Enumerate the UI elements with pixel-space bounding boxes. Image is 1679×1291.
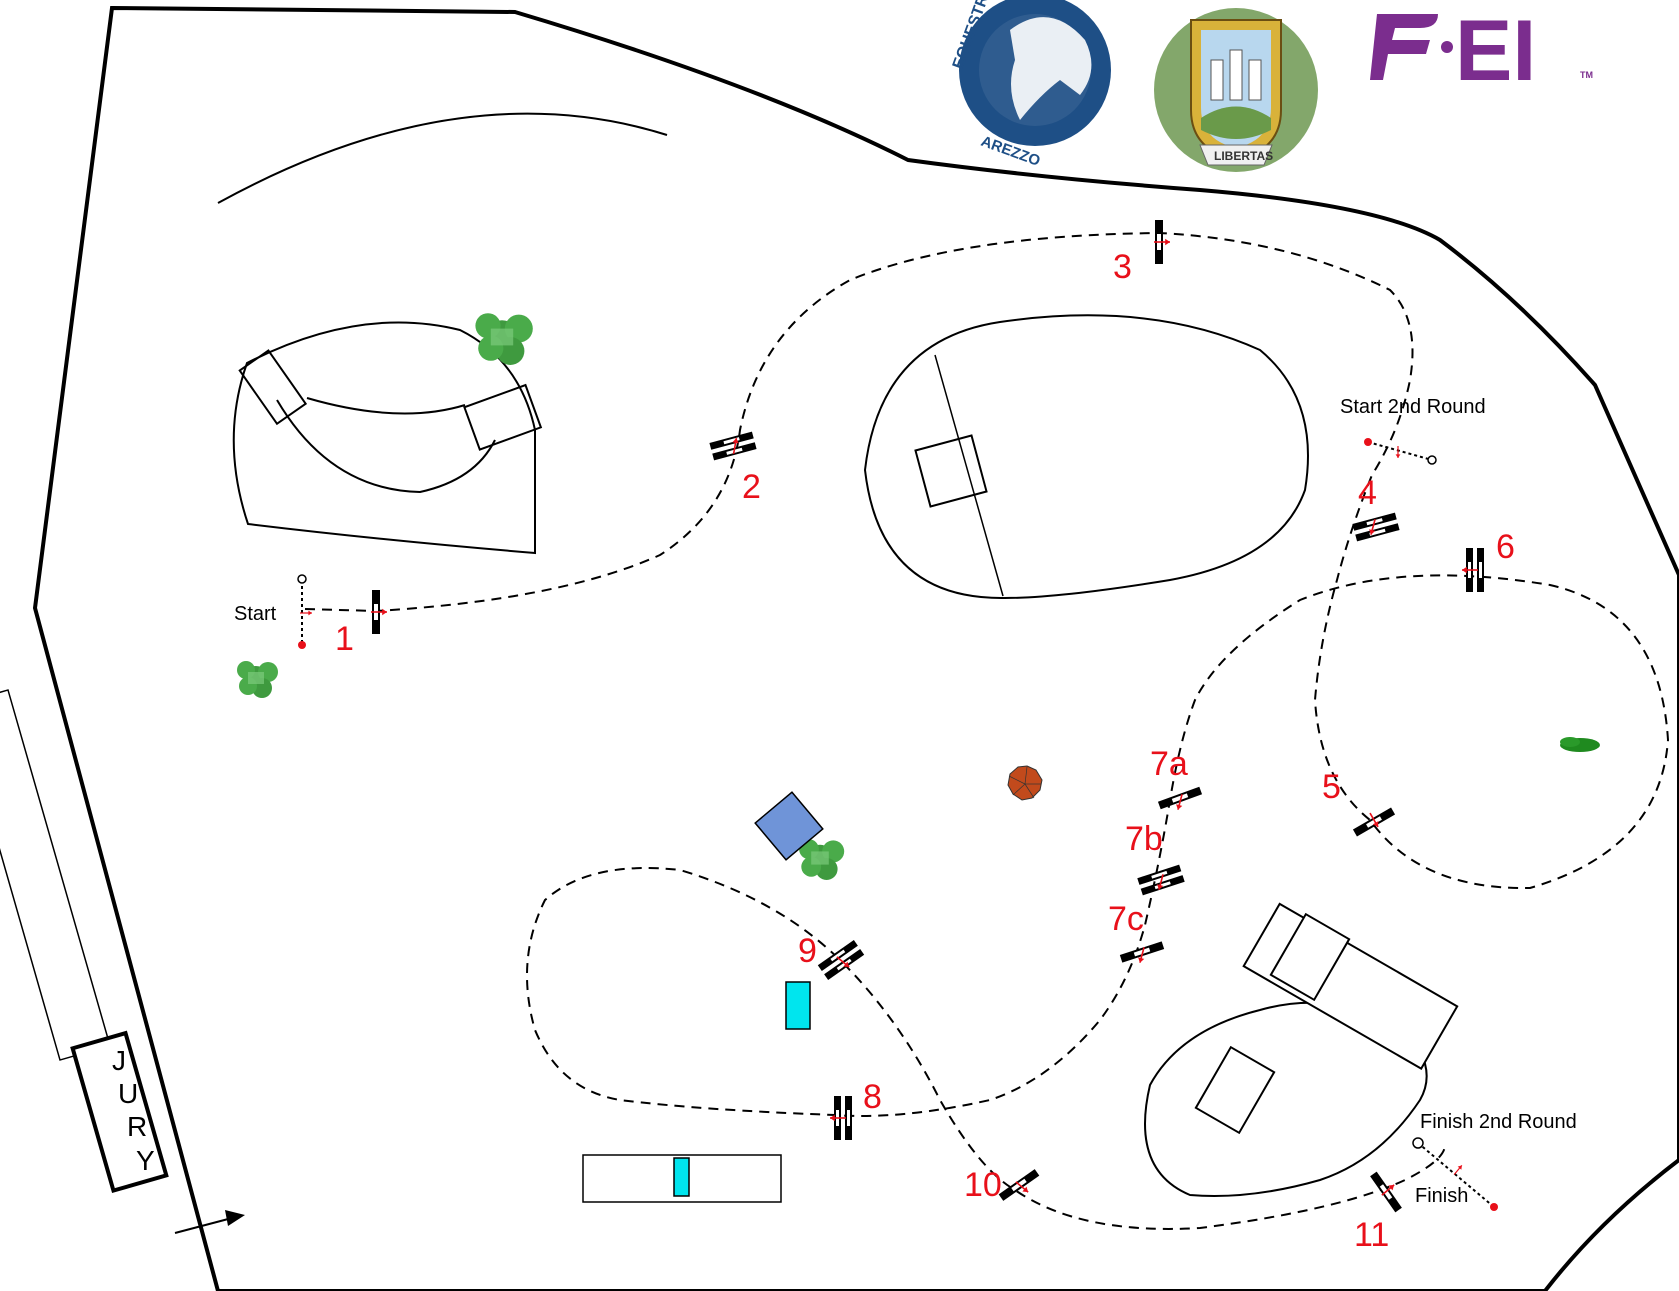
- obstacle-number-1: 1: [335, 620, 354, 658]
- start-label: Start: [234, 603, 277, 625]
- obstacle-8: 8: [829, 1078, 882, 1140]
- decor-arc: [217, 112, 668, 204]
- obstacle-number-4: 4: [1358, 474, 1377, 512]
- fei-logo: EIFEI TM: [1370, 3, 1593, 99]
- finish-label: Finish: [1415, 1185, 1468, 1207]
- finish-line: Finish Finish 2nd Round: [1412, 1111, 1577, 1211]
- fei-tm: TM: [1580, 70, 1593, 80]
- arezzo-equestrian-logo: EQUESTRIAN AREZZO: [950, 0, 1111, 170]
- start-2nd-round-line: Start 2nd Round: [1340, 396, 1486, 465]
- obstacle-11: 11: [1354, 1171, 1402, 1254]
- jury-letter-j: J: [112, 1045, 126, 1076]
- obstacle-number-8: 8: [863, 1078, 882, 1116]
- obstacle-7b: 7b: [1125, 820, 1185, 896]
- jury-letter-y: Y: [136, 1145, 155, 1176]
- finish-2nd-round-label: Finish 2nd Round: [1420, 1111, 1577, 1133]
- obstacle-6: 6: [1461, 528, 1515, 592]
- left-island: [232, 321, 543, 555]
- obstacle-2: 2: [709, 431, 761, 506]
- obstacle-number-6: 6: [1496, 528, 1515, 566]
- fei-text: EIFEI: [1455, 3, 1536, 99]
- jury-box: J U R Y: [0, 689, 169, 1194]
- obstacle-9: 9: [798, 932, 865, 980]
- obstacle-number-11: 11: [1354, 1216, 1389, 1254]
- bush-center: [799, 839, 845, 880]
- umbrella: [1007, 765, 1043, 801]
- jury-letter-u: U: [118, 1078, 138, 1109]
- water-tray-center: [785, 981, 811, 1030]
- bottom-right-island: [1144, 902, 1459, 1197]
- obstacle-7c: 7c: [1108, 900, 1165, 965]
- jury-letter-r: R: [127, 1111, 147, 1142]
- obstacle-number-5: 5: [1322, 768, 1341, 806]
- obstacle-number-3: 3: [1113, 248, 1132, 286]
- bush-left: [237, 661, 278, 698]
- obstacle-number-9: 9: [798, 932, 817, 970]
- obstacle-number-10: 10: [964, 1166, 1002, 1204]
- obstacle-number-7b: 7b: [1125, 820, 1163, 858]
- bush-top-left: [475, 313, 533, 365]
- start-line: Start: [234, 574, 313, 649]
- obstacle-5: 5: [1322, 768, 1396, 837]
- obstacle-number-7a: 7a: [1150, 745, 1188, 783]
- course-path: [304, 231, 1670, 1230]
- arena-boundary: [32, 5, 1679, 1291]
- obstacle-4: 4: [1352, 474, 1400, 542]
- start-2nd-round-label: Start 2nd Round: [1340, 396, 1486, 418]
- obstacle-3: 3: [1113, 220, 1171, 286]
- central-island: [863, 314, 1309, 600]
- obstacle-7a: 7a: [1150, 745, 1203, 812]
- obstacle-1: 1: [335, 590, 388, 658]
- bush-right: [1560, 737, 1600, 752]
- san-marino-coat-of-arms: LIBERTAS: [1154, 8, 1318, 172]
- obstacle-number-7c: 7c: [1108, 900, 1144, 938]
- obstacle-10: 10: [964, 1166, 1040, 1204]
- obstacle-number-2: 2: [742, 468, 761, 506]
- entrance-arrow: [174, 1210, 245, 1234]
- san-marino-motto: LIBERTAS: [1214, 149, 1273, 163]
- water-tray-bottom: [673, 1157, 690, 1197]
- blue-box: [754, 791, 824, 861]
